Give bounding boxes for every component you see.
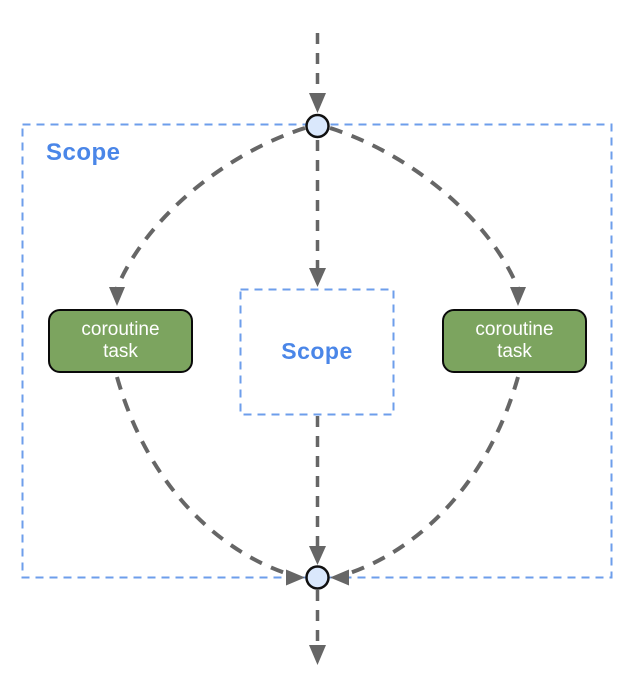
fork-arc-right <box>329 126 520 289</box>
fork-arc-left <box>115 126 306 289</box>
arrowhead-into-bottom-junction-left <box>286 569 305 586</box>
coroutine-task-left-label: coroutine task <box>81 319 160 362</box>
fork-junction-node <box>305 113 330 139</box>
arrowhead-into-right-task <box>510 287 526 306</box>
join-junction-node <box>305 565 330 590</box>
coroutine-task-right: coroutine task <box>442 309 587 373</box>
arrowhead-outgoing <box>309 645 326 665</box>
arrowhead-into-left-task <box>109 287 125 306</box>
arrowhead-into-top-junction <box>309 93 326 113</box>
coroutine-task-left: coroutine task <box>48 309 193 373</box>
outer-scope-label: Scope <box>46 139 121 166</box>
arrowhead-into-bottom-junction-right <box>330 569 349 586</box>
arrowhead-into-bottom-junction-top <box>309 546 326 565</box>
inner-scope-border <box>239 288 395 416</box>
inner-scope-label: Scope <box>281 338 353 364</box>
coroutine-task-right-label: coroutine task <box>475 319 554 362</box>
arrowhead-into-inner-scope <box>309 268 326 287</box>
